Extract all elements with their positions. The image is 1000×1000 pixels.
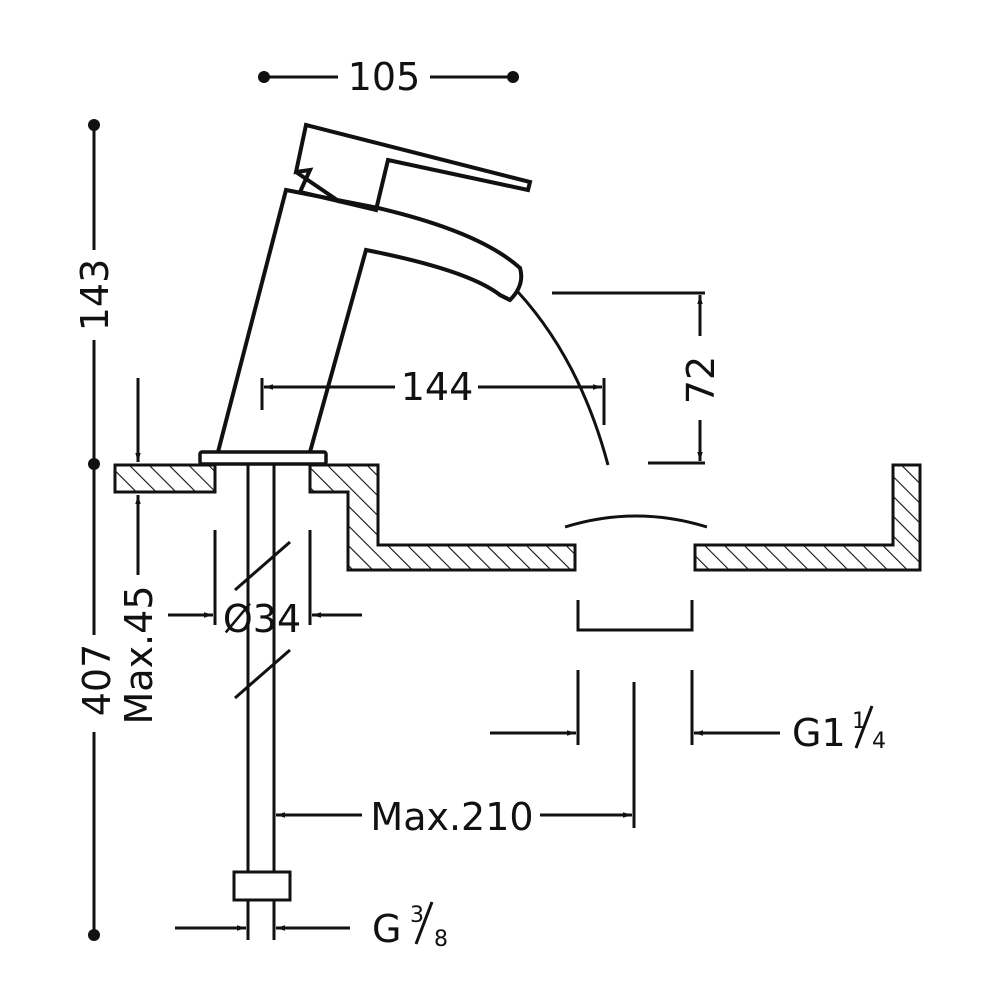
dim-label-72: 72 [679,356,723,404]
spout-tip [499,293,511,302]
dim-label-144: 144 [401,365,474,409]
dim-fraction-den-8: 8 [434,927,448,952]
faucet-base-plate [198,450,328,466]
handle-joint [294,170,342,204]
dim-fraction-num-3: 3 [410,903,424,928]
dim-label-407: 407 [75,644,119,717]
drain-body [576,600,694,632]
counter-left-slab [113,463,217,494]
dim-label-g1: G1 [792,711,846,755]
hose-break-mark-top [234,540,291,592]
dim-label-143: 143 [73,259,117,332]
faucet-body [198,122,610,902]
dim-drain-thread: G1 1 4 [490,705,886,755]
dim-label-105: 105 [348,55,421,99]
hose-break-mark-bottom [234,648,291,700]
dim-supply-thread: G 3 8 [175,900,448,952]
countertop-section [113,463,922,745]
dim-label-max45: Max.45 [117,586,161,725]
dim-label-g: G [372,907,401,951]
basin-right-wall [693,463,922,572]
dim-fraction-den-4: 4 [872,729,886,754]
drain-cover-arc [564,514,708,529]
dim-width-top: 105 [258,55,519,99]
water-stream [516,290,610,466]
supply-nut [232,870,292,902]
dim-spout-clearance: 72 [552,291,723,465]
dim-label-o34: Ø34 [223,597,301,641]
dim-counter-thickness: Max.45 [117,378,161,725]
dim-label-max210: Max.210 [370,795,533,839]
dim-spout-reach: 144 [260,365,606,425]
dim-left-vertical: 143 407 [73,119,119,941]
dim-hole-diameter: Ø34 [168,530,362,641]
counter-right-slab-basin [308,463,577,572]
faucet-spout-outline [216,187,524,453]
dim-tail-length: Max.210 [276,682,636,839]
